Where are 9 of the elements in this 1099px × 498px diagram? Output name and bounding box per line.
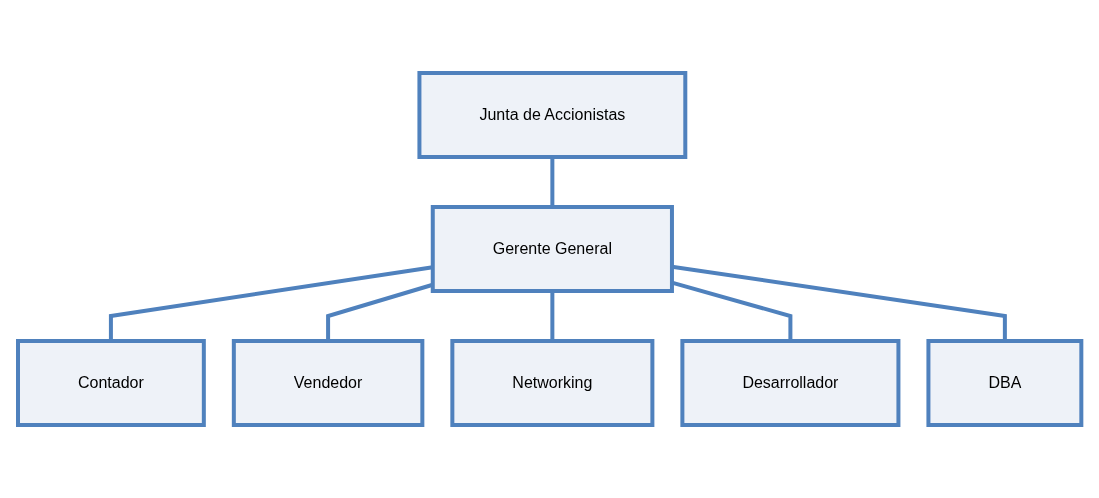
connector (550, 291, 555, 341)
node-box: Gerente General (430, 205, 674, 293)
node-box: Vendedor (231, 339, 425, 427)
node-box: Networking (450, 339, 655, 427)
node-box: Junta de Accionistas (417, 71, 688, 159)
node-box: Contador (15, 339, 206, 427)
connector (550, 157, 555, 207)
node-box: Desarrollador (680, 339, 901, 427)
node-box: DBA (926, 339, 1084, 427)
